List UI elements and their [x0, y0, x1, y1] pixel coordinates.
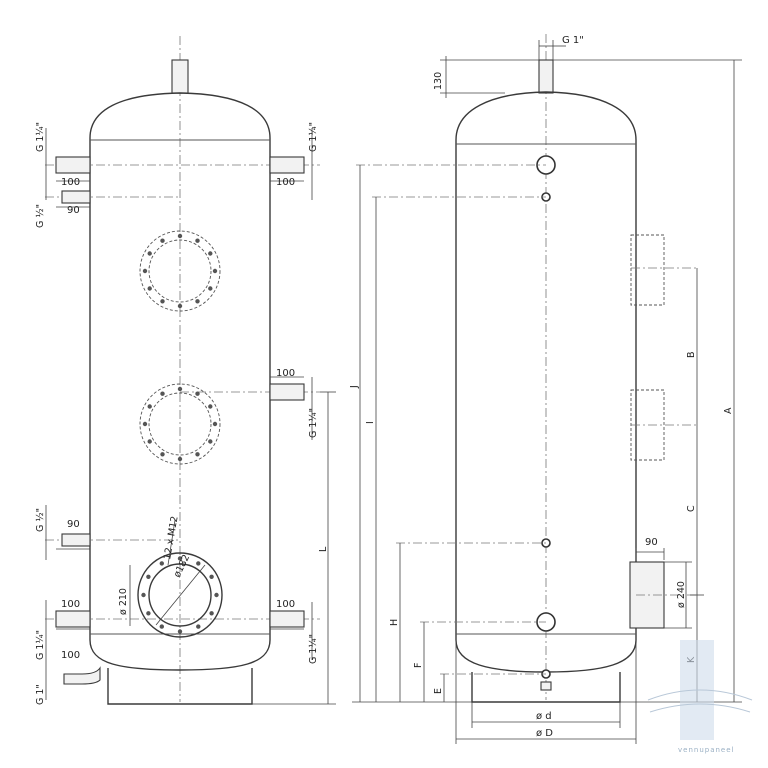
watermark-logo: vennupaneel [647, 640, 753, 754]
left-base-skirt [107, 668, 253, 705]
left-view: 100 90 90 100 100 100 100 100 G 1¼" G ½"… [35, 36, 336, 705]
left-label-g114-bottom-right: G 1¼" [308, 634, 319, 664]
left-pipe-top-left [55, 156, 91, 174]
watermark-text: vennupaneel [678, 746, 735, 754]
left-label-d182: ø182 [172, 553, 192, 579]
left-dim-90-top: 90 [67, 205, 80, 216]
right-flange-upper [630, 234, 665, 306]
left-pipe-sensor-top [61, 190, 91, 204]
left-dim-90-low: 90 [67, 519, 80, 530]
left-pipe-sensor-low [61, 533, 91, 547]
right-view: G 1" 130 90 ø 240 J I H F E B C K A ø d … [349, 34, 742, 744]
left-pipe-top-right [269, 156, 305, 174]
left-dim-100-mid-right: 100 [276, 368, 295, 379]
right-label-dim-F: F [413, 663, 424, 668]
right-label-130: 130 [433, 72, 444, 90]
left-dim-100-top-right: 100 [276, 177, 295, 188]
right-label-dim-E: E [433, 688, 444, 694]
right-label-dim-D: ø D [536, 728, 553, 739]
right-label-d240: ø 240 [676, 581, 687, 608]
left-dim-100-bottom-left: 100 [61, 599, 80, 610]
left-label-g114-top-left: G 1¼" [35, 122, 46, 152]
left-label-d210: ø 210 [118, 588, 129, 615]
left-top-nozzle [171, 59, 189, 94]
left-label-g12-low: G ½" [35, 508, 46, 532]
left-pipe-mid-right [269, 383, 305, 401]
left-pipe-bottom-right [269, 610, 305, 628]
right-label-dim-d: ø d [536, 711, 552, 722]
flange-upper [139, 230, 221, 312]
right-drain-stub [540, 681, 552, 691]
right-base-skirt [471, 672, 621, 703]
left-pipe-bottom-left [55, 610, 91, 628]
right-label-dim-C: C [686, 505, 697, 512]
left-dim-100-drain: 100 [61, 650, 80, 661]
left-label-g114-mid-right: G 1¼" [308, 408, 319, 438]
left-label-dim-L: L [318, 546, 329, 552]
right-label-dim-J: J [349, 385, 360, 389]
right-label-g1-top: G 1" [562, 35, 584, 46]
right-label-dim-B: B [686, 351, 697, 358]
flange-inspection [137, 519, 223, 638]
left-tank-body [89, 92, 271, 671]
flange-middle [139, 383, 221, 465]
left-label-g1-drain: G 1" [35, 684, 46, 705]
right-label-90: 90 [645, 537, 658, 548]
right-height-dimensions [352, 40, 742, 744]
left-dimension-lines [45, 128, 336, 705]
left-dim-100-bottom-right: 100 [276, 599, 295, 610]
right-label-dim-H: H [389, 619, 400, 626]
right-label-dim-I: I [365, 421, 376, 424]
left-drain-pipe [63, 666, 101, 685]
right-tank-body [455, 91, 637, 673]
right-top-nozzle [538, 59, 554, 94]
left-label-g114-top-right: G 1¼" [308, 122, 319, 152]
right-label-dim-A: A [723, 407, 734, 414]
left-label-g12-top: G ½" [35, 204, 46, 228]
left-label-g114-bottom-left: G 1¼" [35, 630, 46, 660]
left-dim-100-top-left: 100 [61, 177, 80, 188]
